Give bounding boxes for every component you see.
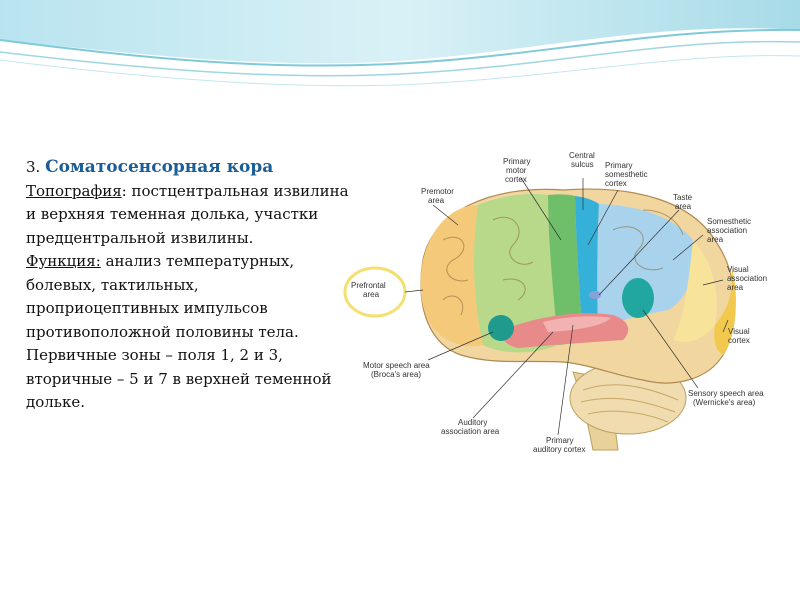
svg-text:area: area — [675, 202, 692, 211]
label-visual-association: Visual — [727, 265, 749, 274]
zones-paragraph: Первичные зоны – поля 1, 2 и 3, вторичны… — [26, 346, 332, 411]
svg-text:motor: motor — [506, 166, 527, 175]
topography-label: Топография — [26, 181, 122, 200]
svg-text:association: association — [707, 226, 747, 235]
brain-diagram: Primary motor cortex Central sulcus Prim… — [343, 151, 767, 454]
svg-text:cortex: cortex — [605, 179, 627, 188]
label-premotor: Premotor — [421, 187, 454, 196]
svg-text:area: area — [428, 196, 445, 205]
svg-text:association area: association area — [441, 427, 500, 436]
svg-text:cortex: cortex — [728, 336, 750, 345]
slide-title-line: 3. Соматосенсорная кора — [26, 156, 356, 180]
label-motor-speech: Motor speech area — [363, 361, 430, 370]
function-paragraph: Функция: анализ температурных, болевых, … — [26, 250, 356, 344]
label-primary-motor: Primary — [503, 157, 531, 166]
svg-text:auditory cortex: auditory cortex — [533, 445, 585, 454]
slide-text-block: 3. Соматосенсорная кора Топография: пост… — [26, 156, 356, 415]
label-auditory-association: Auditory — [458, 418, 487, 427]
label-primary-auditory: Primary — [546, 436, 574, 445]
function-label: Функция: — [26, 252, 101, 270]
svg-text:Primary: Primary — [503, 157, 531, 166]
svg-text:area: area — [727, 283, 744, 292]
slide-title: Соматосенсорная кора — [45, 157, 274, 177]
label-somesthetic-association: Somesthetic — [707, 217, 751, 226]
svg-text:(Broca's area): (Broca's area) — [371, 370, 421, 379]
function-text: анализ температурных, болевых, тактильны… — [26, 252, 299, 341]
decorative-wave-header — [0, 0, 800, 87]
label-prefrontal: Prefrontal — [351, 281, 386, 290]
label-visual-cortex: Visual — [728, 327, 750, 336]
svg-text:somesthetic: somesthetic — [605, 170, 648, 179]
svg-text:association: association — [727, 274, 767, 283]
svg-text:cortex: cortex — [505, 175, 527, 184]
broca-area — [488, 315, 514, 341]
topography-paragraph: Топография: постцентральная извилина и в… — [26, 180, 356, 251]
label-central-sulcus: Central — [569, 151, 595, 160]
svg-text:area: area — [363, 290, 380, 299]
label-taste: Taste — [673, 193, 693, 202]
svg-text:sulcus: sulcus — [571, 160, 594, 169]
section-number: 3. — [26, 158, 46, 176]
svg-text:(Wernicke's area): (Wernicke's area) — [693, 398, 756, 407]
label-sensory-speech: Sensory speech area — [688, 389, 764, 398]
wernicke-area — [622, 278, 654, 318]
label-primary-somesthetic: Primary — [605, 161, 633, 170]
svg-text:area: area — [707, 235, 724, 244]
topography-text: : постцентральная извилина и верхняя тем… — [26, 181, 349, 247]
